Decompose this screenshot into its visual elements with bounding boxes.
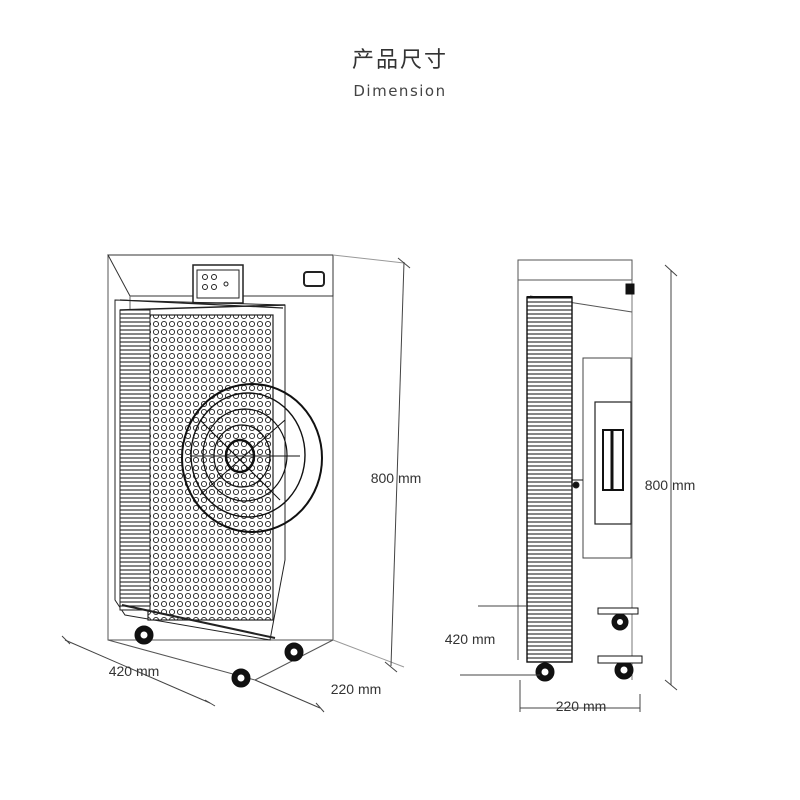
front-fan	[181, 383, 323, 533]
front-width-label: 420 mm	[109, 663, 160, 679]
side-filter	[526, 296, 573, 663]
front-view	[61, 254, 411, 713]
side-dimension-lines	[460, 264, 678, 712]
side-casters	[535, 607, 643, 682]
filter-body	[114, 299, 286, 641]
page-subtitle: Dimension	[353, 82, 447, 100]
side-view	[460, 259, 678, 712]
side-depth-label: 220 mm	[556, 698, 607, 714]
front-casters	[134, 625, 304, 688]
side-fan	[572, 357, 632, 559]
side-width-label: 420 mm	[445, 631, 496, 647]
control-panel	[192, 264, 244, 304]
front-depth-label: 220 mm	[331, 681, 382, 697]
front-dimension-lines	[61, 257, 411, 713]
front-handle	[303, 271, 325, 287]
front-height-label: 800 mm	[371, 470, 422, 486]
side-height-label: 800 mm	[645, 477, 696, 493]
page-title: 产品尺寸	[351, 48, 448, 73]
